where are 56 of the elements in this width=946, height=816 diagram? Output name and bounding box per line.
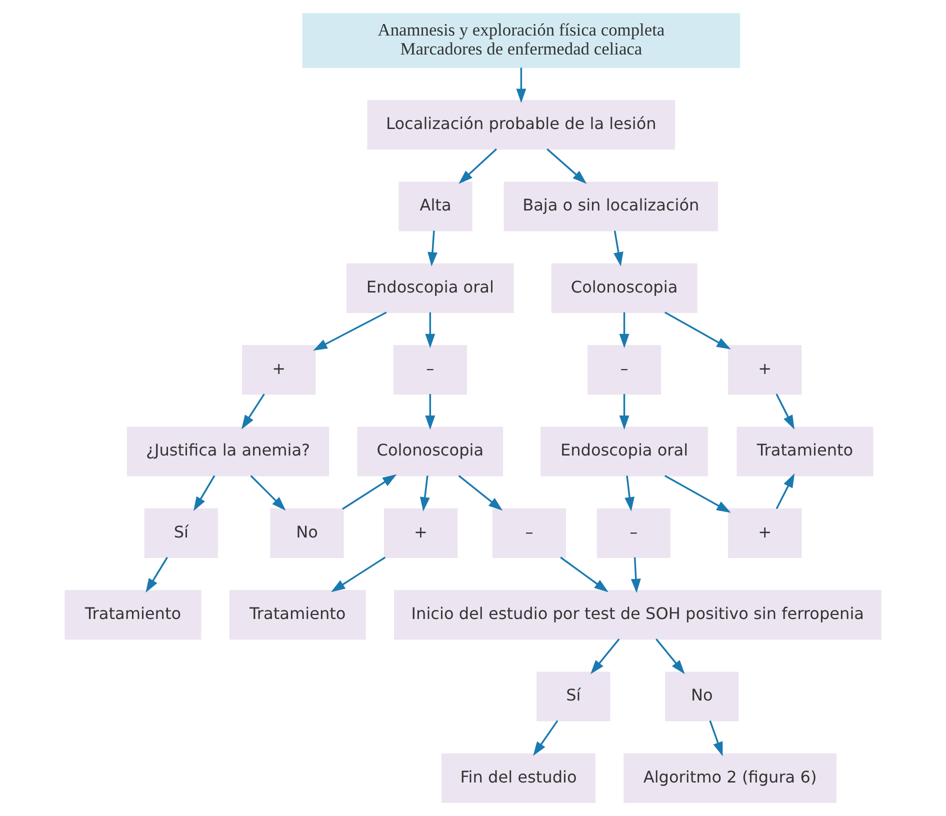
arrow: [342, 474, 397, 510]
arrow: [193, 475, 216, 512]
node-box: Anamnesis y exploración física completa Marcadores de enfermedad celiaca: [302, 13, 740, 68]
arrow: [776, 473, 795, 510]
node-box: Endoscopia oral: [346, 263, 514, 313]
node-box: Inicio del estudio por test de SOH positivo sin ferropenia: [394, 590, 882, 640]
node-box: Localización probable de la lesión: [367, 100, 676, 150]
node-box: No: [270, 508, 344, 558]
node-box: No: [665, 672, 739, 722]
arrow: [250, 475, 286, 511]
arrow: [656, 638, 685, 674]
node-box: –: [393, 345, 467, 395]
arrow: [425, 394, 436, 430]
arrow: [146, 556, 168, 593]
node-box: Endoscopia oral: [540, 426, 708, 476]
arrow: [560, 556, 608, 592]
arrow: [546, 148, 587, 184]
arrow: [458, 148, 497, 184]
arrow: [425, 312, 436, 348]
arrow: [458, 475, 503, 511]
node-box: Baja o sin localización: [504, 182, 718, 232]
arrow: [516, 68, 526, 103]
node-box: +: [384, 508, 458, 558]
arrow: [533, 720, 558, 756]
node-box: Sí: [536, 672, 610, 722]
arrow: [619, 394, 630, 430]
node-box: –: [596, 508, 670, 558]
arrow: [428, 230, 438, 266]
node-box: +: [728, 508, 802, 558]
node-box: –: [587, 345, 662, 395]
node-box: Tratamiento: [64, 590, 202, 640]
node-box: Sí: [144, 508, 218, 558]
arrow: [614, 230, 624, 266]
node-box: Algoritmo 2 (figura 6): [624, 753, 836, 803]
node-box: +: [728, 345, 802, 395]
node-box: Colonoscopia: [551, 263, 698, 313]
arrow: [420, 476, 430, 512]
node-box: Alta: [398, 182, 472, 232]
arrow: [619, 312, 630, 348]
node-box: +: [242, 345, 316, 395]
arrow: [590, 638, 620, 674]
node-box: Tratamiento: [736, 426, 874, 476]
arrow: [330, 556, 386, 592]
arrow: [664, 312, 731, 350]
node-box: Colonoscopia: [357, 426, 504, 476]
arrow: [241, 394, 265, 430]
arrow: [664, 474, 731, 513]
node-box: –: [492, 508, 566, 558]
arrow: [313, 312, 387, 351]
arrow: [709, 720, 723, 756]
arrow: [624, 476, 634, 512]
node-box: ¿Justifica la anemia?: [126, 426, 330, 476]
arrow: [630, 557, 641, 594]
node-box: Fin del estudio: [442, 753, 596, 803]
node-box: Tratamiento: [229, 590, 366, 640]
arrow: [776, 394, 794, 430]
